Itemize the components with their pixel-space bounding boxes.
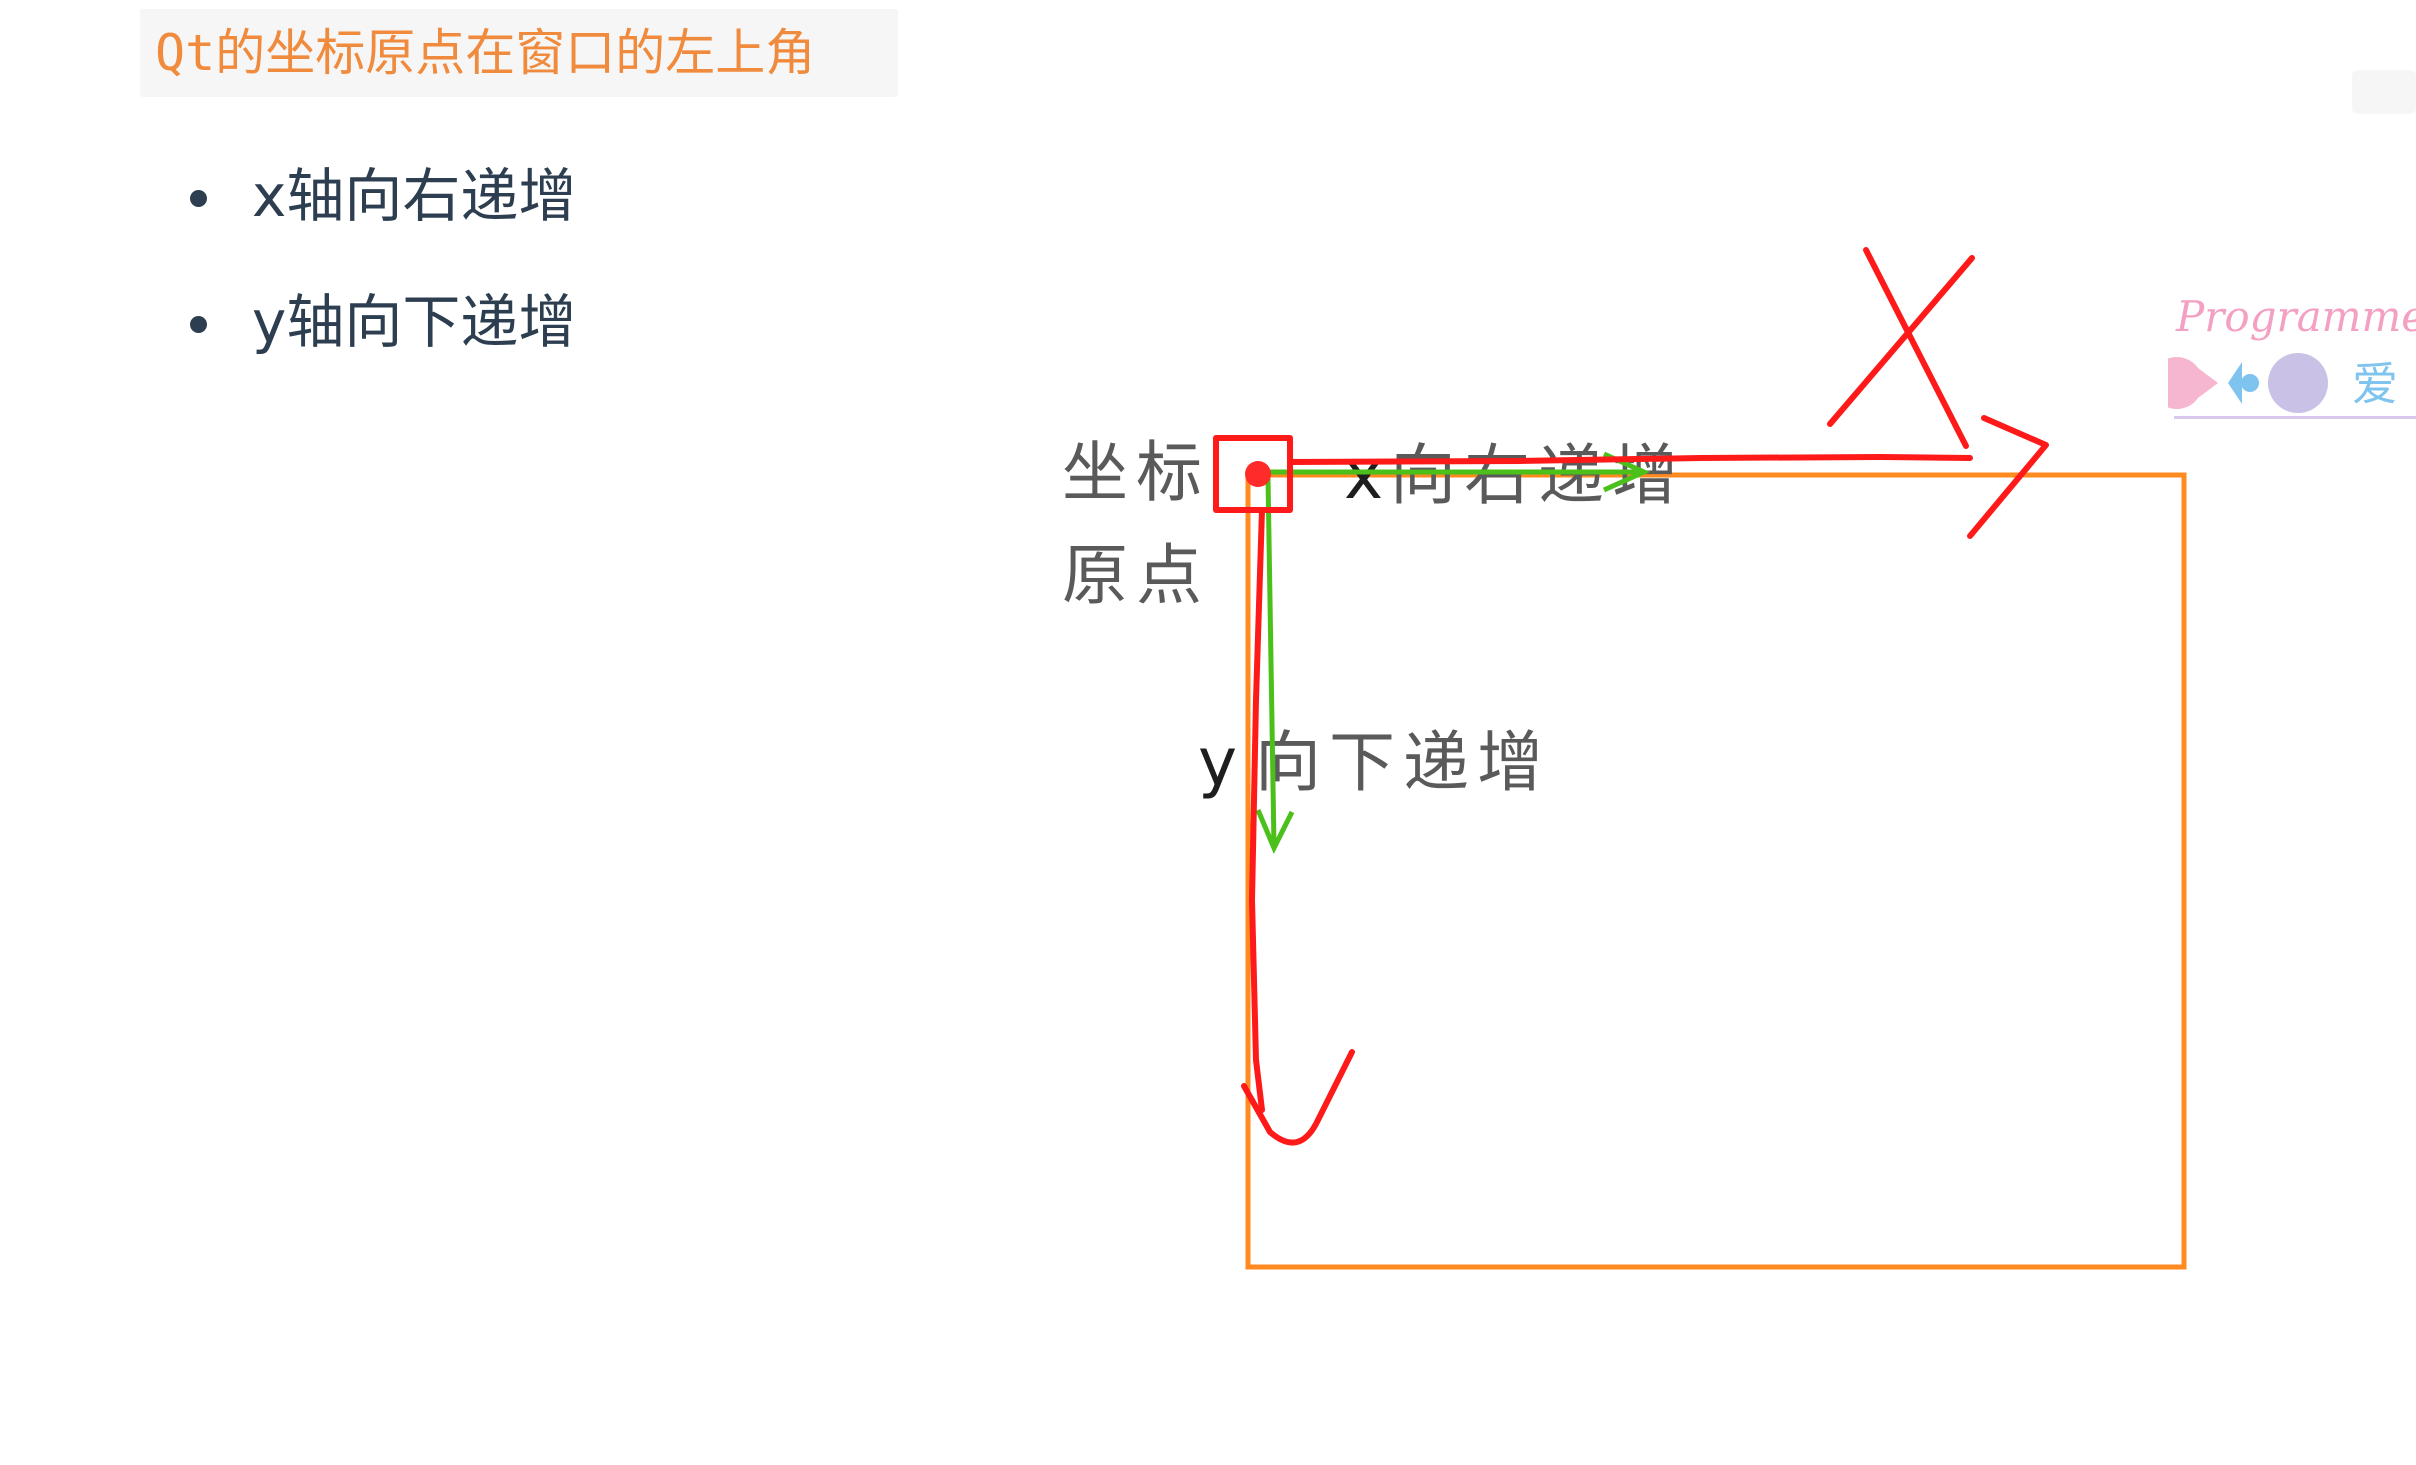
bullet-icon [190,316,207,333]
y-axis-label: 向下递增 [1255,724,1551,801]
red-y-axis-line [1249,507,1265,1113]
watermark-char: 爱 [2352,357,2398,411]
watermark-underline [2174,416,2416,419]
window-frame [1245,472,2187,1270]
y-axis-arrow-icon [1255,477,1295,854]
bullet-icon [190,190,207,207]
origin-dot-icon [1245,461,1271,487]
red-annotations [1213,247,2049,1146]
list-item: y轴向下递增 [190,276,576,402]
handwritten-x-icon [1827,247,1975,449]
red-y-arrowhead [1241,1049,1355,1146]
x-axis-letter: x [1344,437,1383,514]
y-axis-letter: y [1198,724,1237,801]
red-x-arrowhead [1967,415,2049,539]
watermark-text: Programmer [2176,292,2416,341]
red-x-axis-line [1287,454,1973,465]
watermark-logo: Programmer 爱 [2168,288,2416,428]
code-caption-block: Qt的坐标原点在窗口的左上角 [140,9,898,97]
origin-label-line2: 原点 [1062,537,1210,614]
origin-highlight-box [1213,435,1293,513]
x-axis-label: 向右递增 [1390,437,1686,514]
code-caption: Qt的坐标原点在窗口的左上角 [155,24,816,82]
corner-mark [2352,70,2416,114]
watermark-shapes-icon: 爱 [2168,353,2398,413]
origin-label-line1: 坐标 [1062,434,1210,511]
bullet-text-x: x轴向右递增 [252,162,577,230]
list-item: x轴向右递增 [190,150,576,276]
bullet-text-y: y轴向下递增 [252,288,577,356]
bullet-list: x轴向右递增 y轴向下递增 [190,150,576,402]
